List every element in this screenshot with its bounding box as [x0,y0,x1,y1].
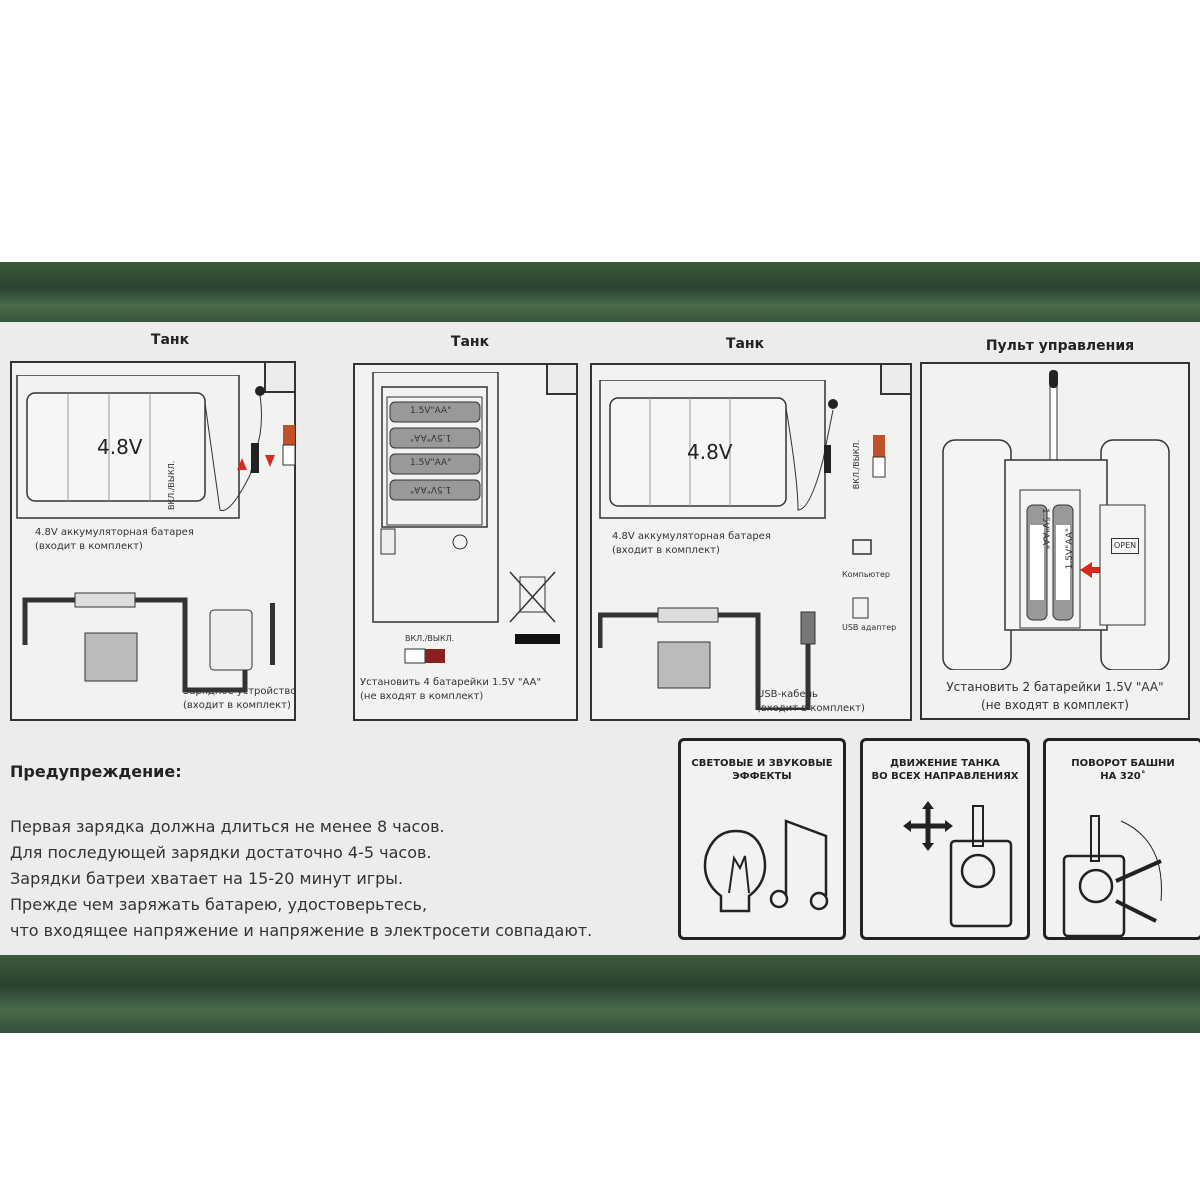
panel3-title: Танк [725,336,765,352]
battery-caption-note: (входит в комплект) [35,541,143,552]
feature-light-sound: СВЕТОВЫЕ И ЗВУКОВЫЕ ЭФФЕКТЫ [678,738,846,940]
install-caption-note: (не входят в комплект) [360,691,484,702]
usb-cable-caption-note: (входит в комплект) [757,703,865,714]
battery-caption: 4.8V аккумуляторная батарея [612,531,771,542]
lightbulb-music-icon [703,819,829,913]
usb-adapter-label: USB адаптер [842,623,897,632]
panel2-title: Танк [450,334,490,350]
green-stripe-bottom [0,955,1200,1033]
feature-title-line: ЭФФЕКТЫ [732,771,792,782]
usb-charging-diagram [598,380,886,710]
voltage-label: 4.8V [97,435,143,459]
battery-caption: 4.8V аккумуляторная батарея [35,527,194,538]
switch-label: ВКЛ./ВЫКЛ. [852,440,861,490]
feature-turret-rotation: ПОВОРОТ БАШНИ НА 320˚ [1043,738,1200,940]
feature-title-line: ПОВОРОТ БАШНИ [1071,758,1175,769]
install-caption-note: (не входят в комплект) [981,698,1129,712]
battery-label: 1.5V"AA" [1065,528,1075,570]
warning-line: Зарядки батреи хватает на 15-20 минут иг… [10,869,404,888]
feature-movement: ДВИЖЕНИЕ ТАНКА ВО ВСЕХ НАПРАВЛЕНИЯХ [860,738,1030,940]
remote-control-diagram [942,370,1170,670]
feature-title: ПОВОРОТ БАШНИ НА 320˚ [1046,757,1200,783]
battery-label: 1.5V"AA" [410,458,452,468]
feature-title-line: НА 320˚ [1100,771,1146,782]
panel1-title: Танк [150,332,190,348]
voltage-label: 4.8V [687,440,733,464]
feature-title: ДВИЖЕНИЕ ТАНКА ВО ВСЕХ НАПРАВЛЕНИЯХ [863,757,1027,783]
battery-caption-note: (входит в комплект) [612,545,720,556]
install-caption: Установить 2 батарейки 1.5V "AA" [946,680,1164,694]
open-label: OPEN [1111,538,1140,554]
feature-title-line: СВЕТОВЫЕ И ЗВУКОВЫЕ [691,758,833,769]
panel4-title: Пульт управления [985,338,1135,354]
corner-mark [264,361,296,393]
feature-title-line: ВО ВСЕХ НАПРАВЛЕНИЯХ [871,771,1019,782]
install-caption: Установить 4 батарейки 1.5V "AA" [360,677,542,688]
warning-line: Прежде чем заряжать батарею, удостоверьт… [10,895,428,914]
battery-pack-diagram [16,375,295,693]
computer-label: Компьютер [842,570,890,579]
warning-line: Первая зарядка должна длиться не менее 8… [10,817,445,836]
tank-move-icon [903,801,1013,928]
battery-label: 1.5V"AA" [410,406,452,416]
charger-caption: Зарядное устройство [183,686,297,697]
battery-label: 1.5V"AA" [410,484,452,494]
battery-compartment-diagram [372,372,560,664]
corner-mark [880,363,912,395]
feature-title-line: ДВИЖЕНИЕ ТАНКА [890,758,1000,769]
switch-label: ВКЛ./ВЫКЛ. [405,634,455,643]
feature-title: СВЕТОВЫЕ И ЗВУКОВЫЕ ЭФФЕКТЫ [681,757,843,783]
switch-label: ВКЛ./ВЫКЛ. [167,460,176,510]
charger-caption-note: (входит в комплект) [183,700,291,711]
turret-rotate-icon [1062,815,1162,938]
warning-line: Для последующей зарядки достаточно 4-5 ч… [10,843,432,862]
corner-mark [546,363,578,395]
warning-line: что входящее напряжение и напряжение в э… [10,921,593,940]
warning-heading: Предупреждение: [10,762,182,781]
battery-label: 1.5V"AA" [1040,508,1050,550]
green-stripe-top [0,262,1200,324]
battery-label: 1.5V"AA" [410,432,452,442]
usb-cable-caption: USB-кабель [757,689,818,700]
